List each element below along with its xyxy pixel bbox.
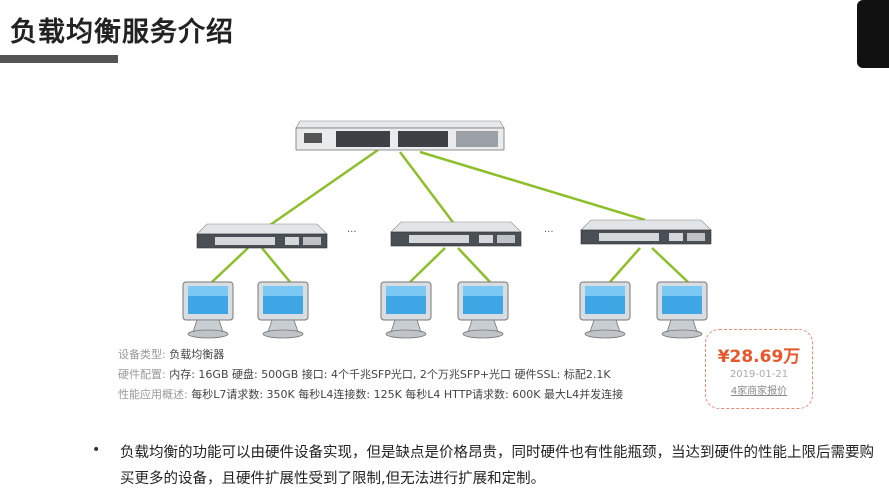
side-tab [857,0,889,68]
description-paragraph: 负载均衡的功能可以由硬件设备实现，但是缺点是价格昂贵，同时硬件也有性能瓶颈，当达… [120,445,874,487]
spec-label: 硬件配置: [118,368,166,381]
spec-value: 每秒L7请求数: 350K 每秒L4连接数: 125K 每秒L4 HTTP请求数… [191,388,624,401]
computer-icon [380,281,432,339]
switch-icon [196,223,328,249]
spec-performance-row: 性能应用概述: 每秒L7请求数: 350K 每秒L4连接数: 125K 每秒L4… [118,386,623,402]
quote-link[interactable]: 4家商家报价 [730,386,788,397]
ellipsis: ... [347,224,357,235]
spec-hardware-row: 硬件配置: 内存: 16GB 硬盘: 500GB 接口: 4个千兆SFP光口, … [118,366,611,382]
ellipsis: ... [544,224,554,235]
bullet-icon: • [92,442,101,458]
price-card: ¥28.69万 2019-01-21 4家商家报价 [705,329,813,409]
computer-icon [579,281,631,339]
page-title: 负载均衡服务介绍 [10,17,234,48]
core-switch-icon [295,120,505,151]
price-amount: ¥28.69万 [717,347,801,367]
switch-icon [390,221,522,247]
switch-icon [580,219,712,245]
computer-icon [182,281,234,339]
spec-label: 设备类型: [118,348,166,361]
spec-type-row: 设备类型: 负载均衡器 [118,346,224,362]
spec-value: 内存: 16GB 硬盘: 500GB 接口: 4个千兆SFP光口, 2个万兆SF… [169,368,611,381]
computer-icon [457,281,509,339]
computer-icon [257,281,309,339]
price-date: 2019-01-21 [729,369,789,380]
spec-value: 负载均衡器 [169,348,225,361]
computer-icon [656,281,708,339]
spec-label: 性能应用概述: [118,388,188,401]
network-diagram: ... ... [182,120,712,339]
title-underline [0,55,118,63]
